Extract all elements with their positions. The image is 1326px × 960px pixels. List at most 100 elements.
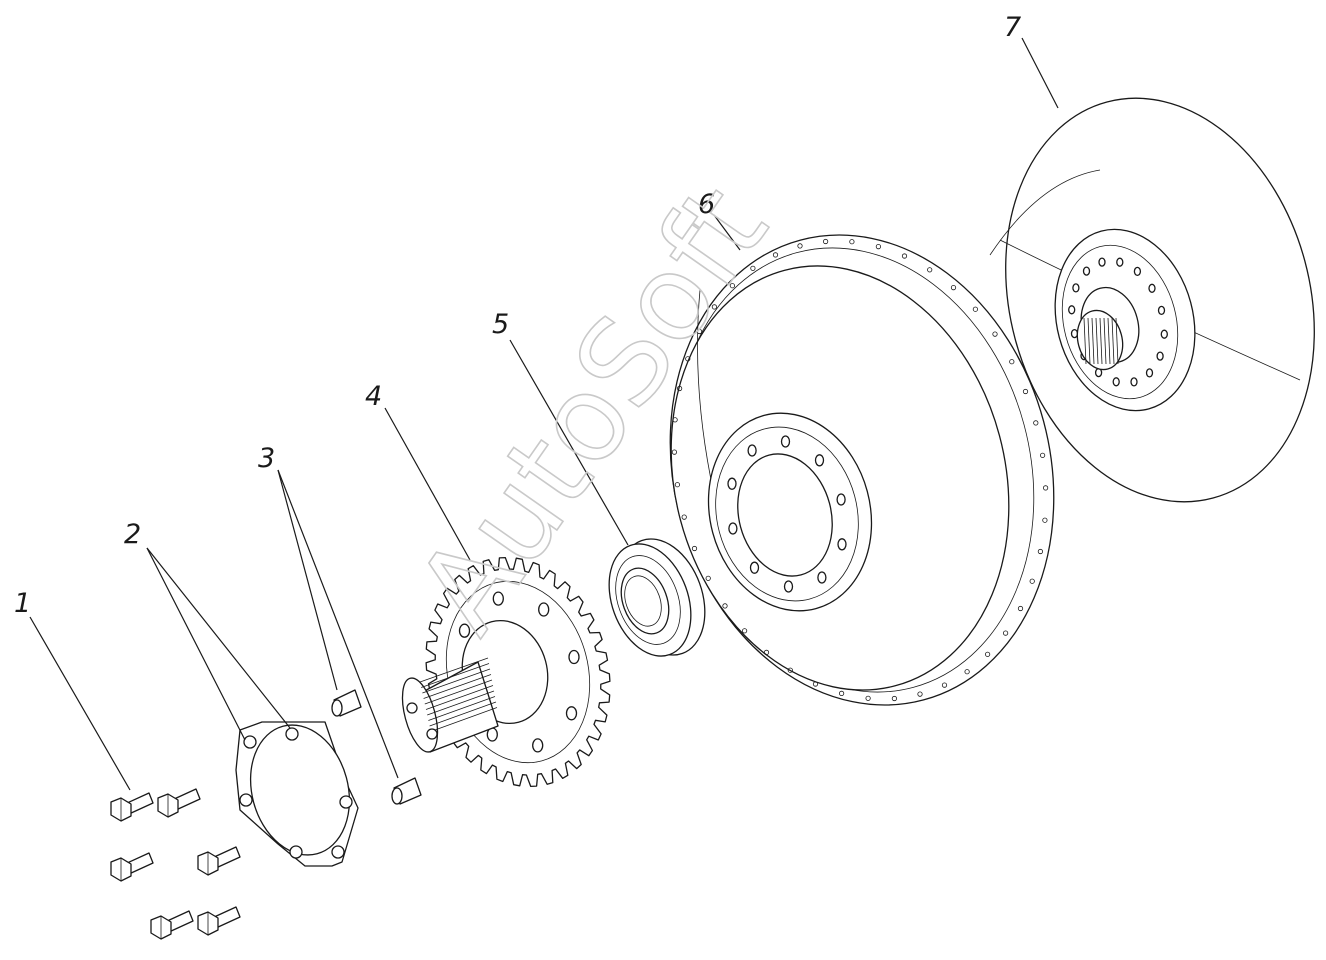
spline-line [1091,317,1095,365]
bolt-hole [728,522,738,535]
rim-hole [822,238,829,245]
bolt [110,852,154,882]
rim-hole [741,628,748,634]
rim-hole [927,267,933,273]
rim-hole [729,283,736,289]
rim-hole [674,482,681,488]
part-7-disc [989,97,1315,503]
spline-line [1111,317,1115,365]
bolt-hole [780,435,791,448]
callout-7: 7 [1004,12,1021,43]
bolt-hole [749,561,760,574]
bolt-hole [836,493,846,506]
leader-lines [29,37,1059,791]
spline-line [421,663,490,688]
rim-hole [1022,388,1029,395]
gear-hole [492,591,504,606]
hub-hole [1098,257,1106,267]
rim-hole [901,253,908,259]
callout-5: 5 [492,309,509,340]
spline-line [1083,317,1087,365]
bolt [157,788,201,818]
hub-hole [1112,377,1120,387]
bolt [197,846,241,876]
part-4-gear [401,556,611,788]
part-5-bearing [608,538,706,657]
bolt [150,910,194,940]
hub-hole [1145,368,1154,378]
rim-hole [972,306,979,312]
rim-hole [1002,630,1009,636]
callout-1: 1 [14,588,31,619]
callout-4: 4 [365,381,382,412]
spline-line [1099,317,1103,365]
rim-hole [891,695,898,702]
bolt-hole [837,538,847,551]
spline-line [424,679,493,705]
bolt-hole [727,477,737,490]
hub-hole [1082,266,1091,276]
rim-hole [671,449,678,455]
rim-hole [917,691,923,697]
gear-hole [568,649,580,665]
rim-hole [865,695,871,701]
hub-hole [1148,283,1156,293]
rim-hole [797,243,803,249]
gear-hole [532,738,544,753]
bolt-hole [817,571,827,584]
rim-hole [691,545,698,552]
spline-line [419,657,489,683]
rim-hole [750,265,756,271]
rim-hole [1029,578,1035,584]
spline-line [427,690,495,716]
hub-hole [1068,305,1076,315]
hub-hole [1130,377,1138,387]
part-1-bolts [110,788,241,940]
rim-hole [672,417,678,423]
rim-hole [1040,452,1046,458]
spline-line [1107,317,1111,365]
spline-line [1087,317,1091,365]
hub-hole [1156,351,1164,361]
rim-hole [1043,485,1049,491]
rim-hole [722,603,728,609]
hub-hole [1133,266,1142,277]
spline-line [430,707,498,732]
bolt [110,792,154,822]
rim-hole [992,331,998,337]
bolt-hole [814,454,825,467]
bolt-hole [747,444,757,457]
rim-hole [984,651,991,657]
rim-hole [964,669,970,675]
rim-hole [711,304,718,310]
hub-hole [1160,329,1168,339]
rim-hole [838,690,845,697]
part-3-pins [331,689,422,805]
bolt-hole [783,580,794,593]
spline-line [423,674,492,699]
rim-hole [681,514,687,520]
part-2-plate [235,721,359,867]
spline-line [428,696,496,721]
rim-hole [950,284,957,291]
rim-hole [705,575,711,581]
rim-hole [849,239,855,245]
gear-hole [565,706,578,721]
part-6-disc [669,234,1055,706]
rim-hole [1042,517,1048,523]
spline-line [1095,317,1099,365]
rim-hole [1009,359,1015,365]
gear-hole [538,602,550,617]
hub-hole [1070,328,1079,339]
rim-hole [1017,605,1024,612]
rim-hole [772,252,779,258]
rim-hole [696,328,703,335]
rim-hole [676,385,683,392]
rim-hole [787,667,793,673]
spline-line [1115,317,1119,365]
hub-hole [1116,257,1124,267]
gear-hole [458,623,471,638]
spline-line [429,701,497,727]
rim-hole [875,244,882,250]
